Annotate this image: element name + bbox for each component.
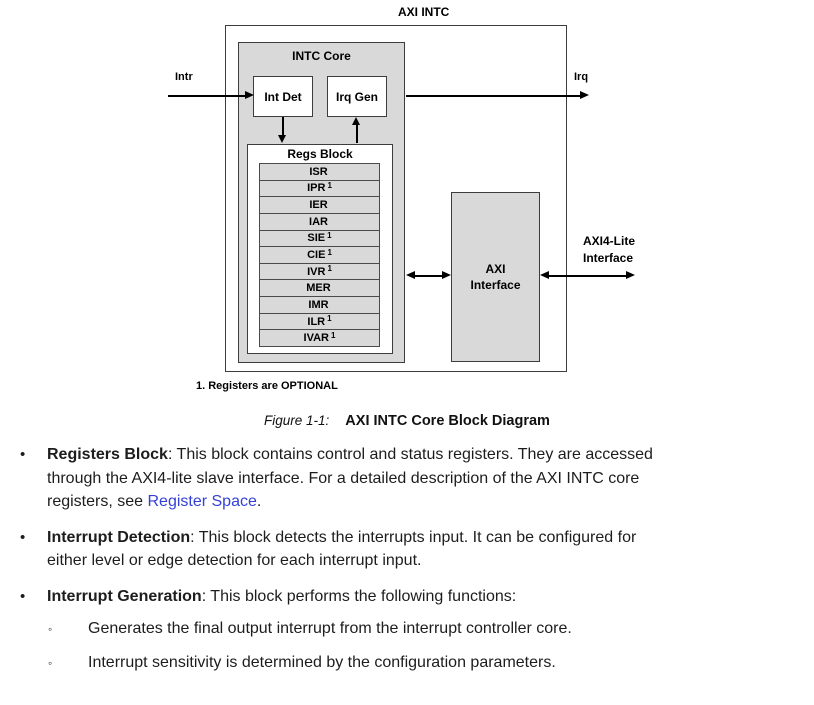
bullet-list: • Registers Block: This block contains c…	[0, 443, 814, 684]
axi4-lite-bus-left-arrowhead-icon	[540, 271, 549, 279]
register-name: IER	[309, 199, 328, 212]
bullet-body-end: .	[256, 493, 262, 510]
register-footnote-ref: 1	[331, 330, 336, 340]
register-row: IER	[259, 196, 380, 214]
bullet-body: : This block contains control and status…	[47, 446, 653, 510]
axi4-lite-bus-right-arrowhead-icon	[626, 271, 635, 279]
register-name: SIE	[307, 232, 326, 245]
register-space-link[interactable]: Register Space	[147, 493, 257, 510]
register-name: IPR	[307, 182, 326, 195]
axi-interface-block: AXI Interface	[451, 192, 540, 362]
bullet-body: : This block detects the interrupts inpu…	[47, 528, 637, 570]
irq-signal-label: Irq	[574, 71, 589, 83]
bullet-item-interrupt-generation: • Interrupt Generation: This block perfo…	[0, 585, 814, 609]
regs-to-irqgen-arrowhead-icon	[352, 117, 360, 125]
sub-bullet-item-output-interrupt: ◦ Generates the final output interrupt f…	[0, 617, 814, 641]
irq-gen-block: Irq Gen	[327, 76, 387, 117]
register-row: IAR	[259, 212, 380, 231]
bullet-text: Interrupt Generation: This block perform…	[47, 585, 516, 609]
intr-arrow-line	[168, 95, 247, 97]
bullet-lead: Interrupt Generation	[47, 587, 202, 605]
core-axi-bus-right-arrowhead-icon	[442, 271, 451, 279]
core-axi-bus-line	[412, 275, 445, 277]
bullet-text: Registers Block: This block contains con…	[47, 443, 653, 514]
sub-bullet-text: Interrupt sensitivity is determined by t…	[88, 653, 556, 671]
register-name: CIE	[307, 249, 326, 262]
diagram-footnote: 1. Registers are OPTIONAL	[196, 380, 338, 392]
register-footnote-ref: 1	[327, 314, 332, 324]
register-footnote-ref: 1	[327, 180, 332, 190]
figure-title: AXI INTC Core Block Diagram	[345, 413, 550, 429]
intdet-to-regs-arrowhead-icon	[278, 135, 286, 143]
bullet-text: Interrupt Detection: This block detects …	[47, 526, 636, 573]
register-name: ISR	[309, 165, 328, 178]
int-det-block: Int Det	[253, 76, 313, 117]
axi4-lite-bus-line	[546, 275, 629, 277]
intr-signal-label: Intr	[175, 71, 193, 83]
register-name: IVAR	[303, 332, 329, 345]
register-row: MER	[259, 279, 380, 298]
regs-block-label: Regs Block	[287, 147, 353, 161]
intc-core-box: INTC Core Int Det Irq Gen Regs Block ISR…	[238, 42, 405, 363]
register-footnote-ref: 1	[327, 230, 332, 240]
axi4-lite-interface-label: AXI4-Lite Interface	[583, 234, 636, 265]
bullet-lead: Registers Block	[47, 446, 168, 463]
sub-bullet-icon: ◦	[48, 655, 53, 670]
bullet-item-interrupt-detection: • Interrupt Detection: This block detect…	[0, 526, 814, 573]
irq-arrow-line	[406, 95, 581, 97]
sub-bullet-icon: ◦	[48, 622, 53, 636]
intc-core-label: INTC Core	[292, 49, 351, 63]
bullet-item-registers-block: • Registers Block: This block contains c…	[0, 443, 814, 514]
bullet-icon: •	[20, 446, 26, 463]
figure-caption: Figure 1-1: AXI INTC Core Block Diagram	[0, 412, 814, 430]
register-name: IAR	[309, 215, 328, 228]
core-axi-bus-left-arrowhead-icon	[406, 271, 415, 279]
register-row: IMR	[259, 296, 380, 314]
register-name: MER	[306, 282, 331, 295]
bullet-lead: Interrupt Detection	[47, 528, 191, 546]
bullet-icon: •	[20, 587, 26, 605]
regs-to-irqgen-arrow-line	[356, 124, 358, 143]
irq-arrowhead-icon	[580, 91, 589, 99]
register-name: IVR	[307, 265, 326, 278]
register-name: IMR	[308, 298, 329, 311]
sub-bullet-item-sensitivity: ◦ Interrupt sensitivity is determined by…	[0, 651, 814, 675]
register-footnote-ref: 1	[327, 264, 332, 274]
register-name: ILR	[307, 315, 326, 328]
intdet-to-regs-arrow-line	[282, 117, 284, 136]
bullet-body: : This block performs the following func…	[201, 587, 517, 605]
register-row: ISR	[259, 163, 380, 181]
intr-arrowhead-icon	[245, 91, 254, 99]
register-footnote-ref: 1	[327, 247, 332, 257]
sub-bullet-text: Generates the final output interrupt fro…	[88, 620, 572, 637]
bullet-icon: •	[20, 528, 26, 546]
diagram-title: AXI INTC	[398, 5, 450, 19]
figure-number: Figure 1-1:	[264, 413, 330, 428]
